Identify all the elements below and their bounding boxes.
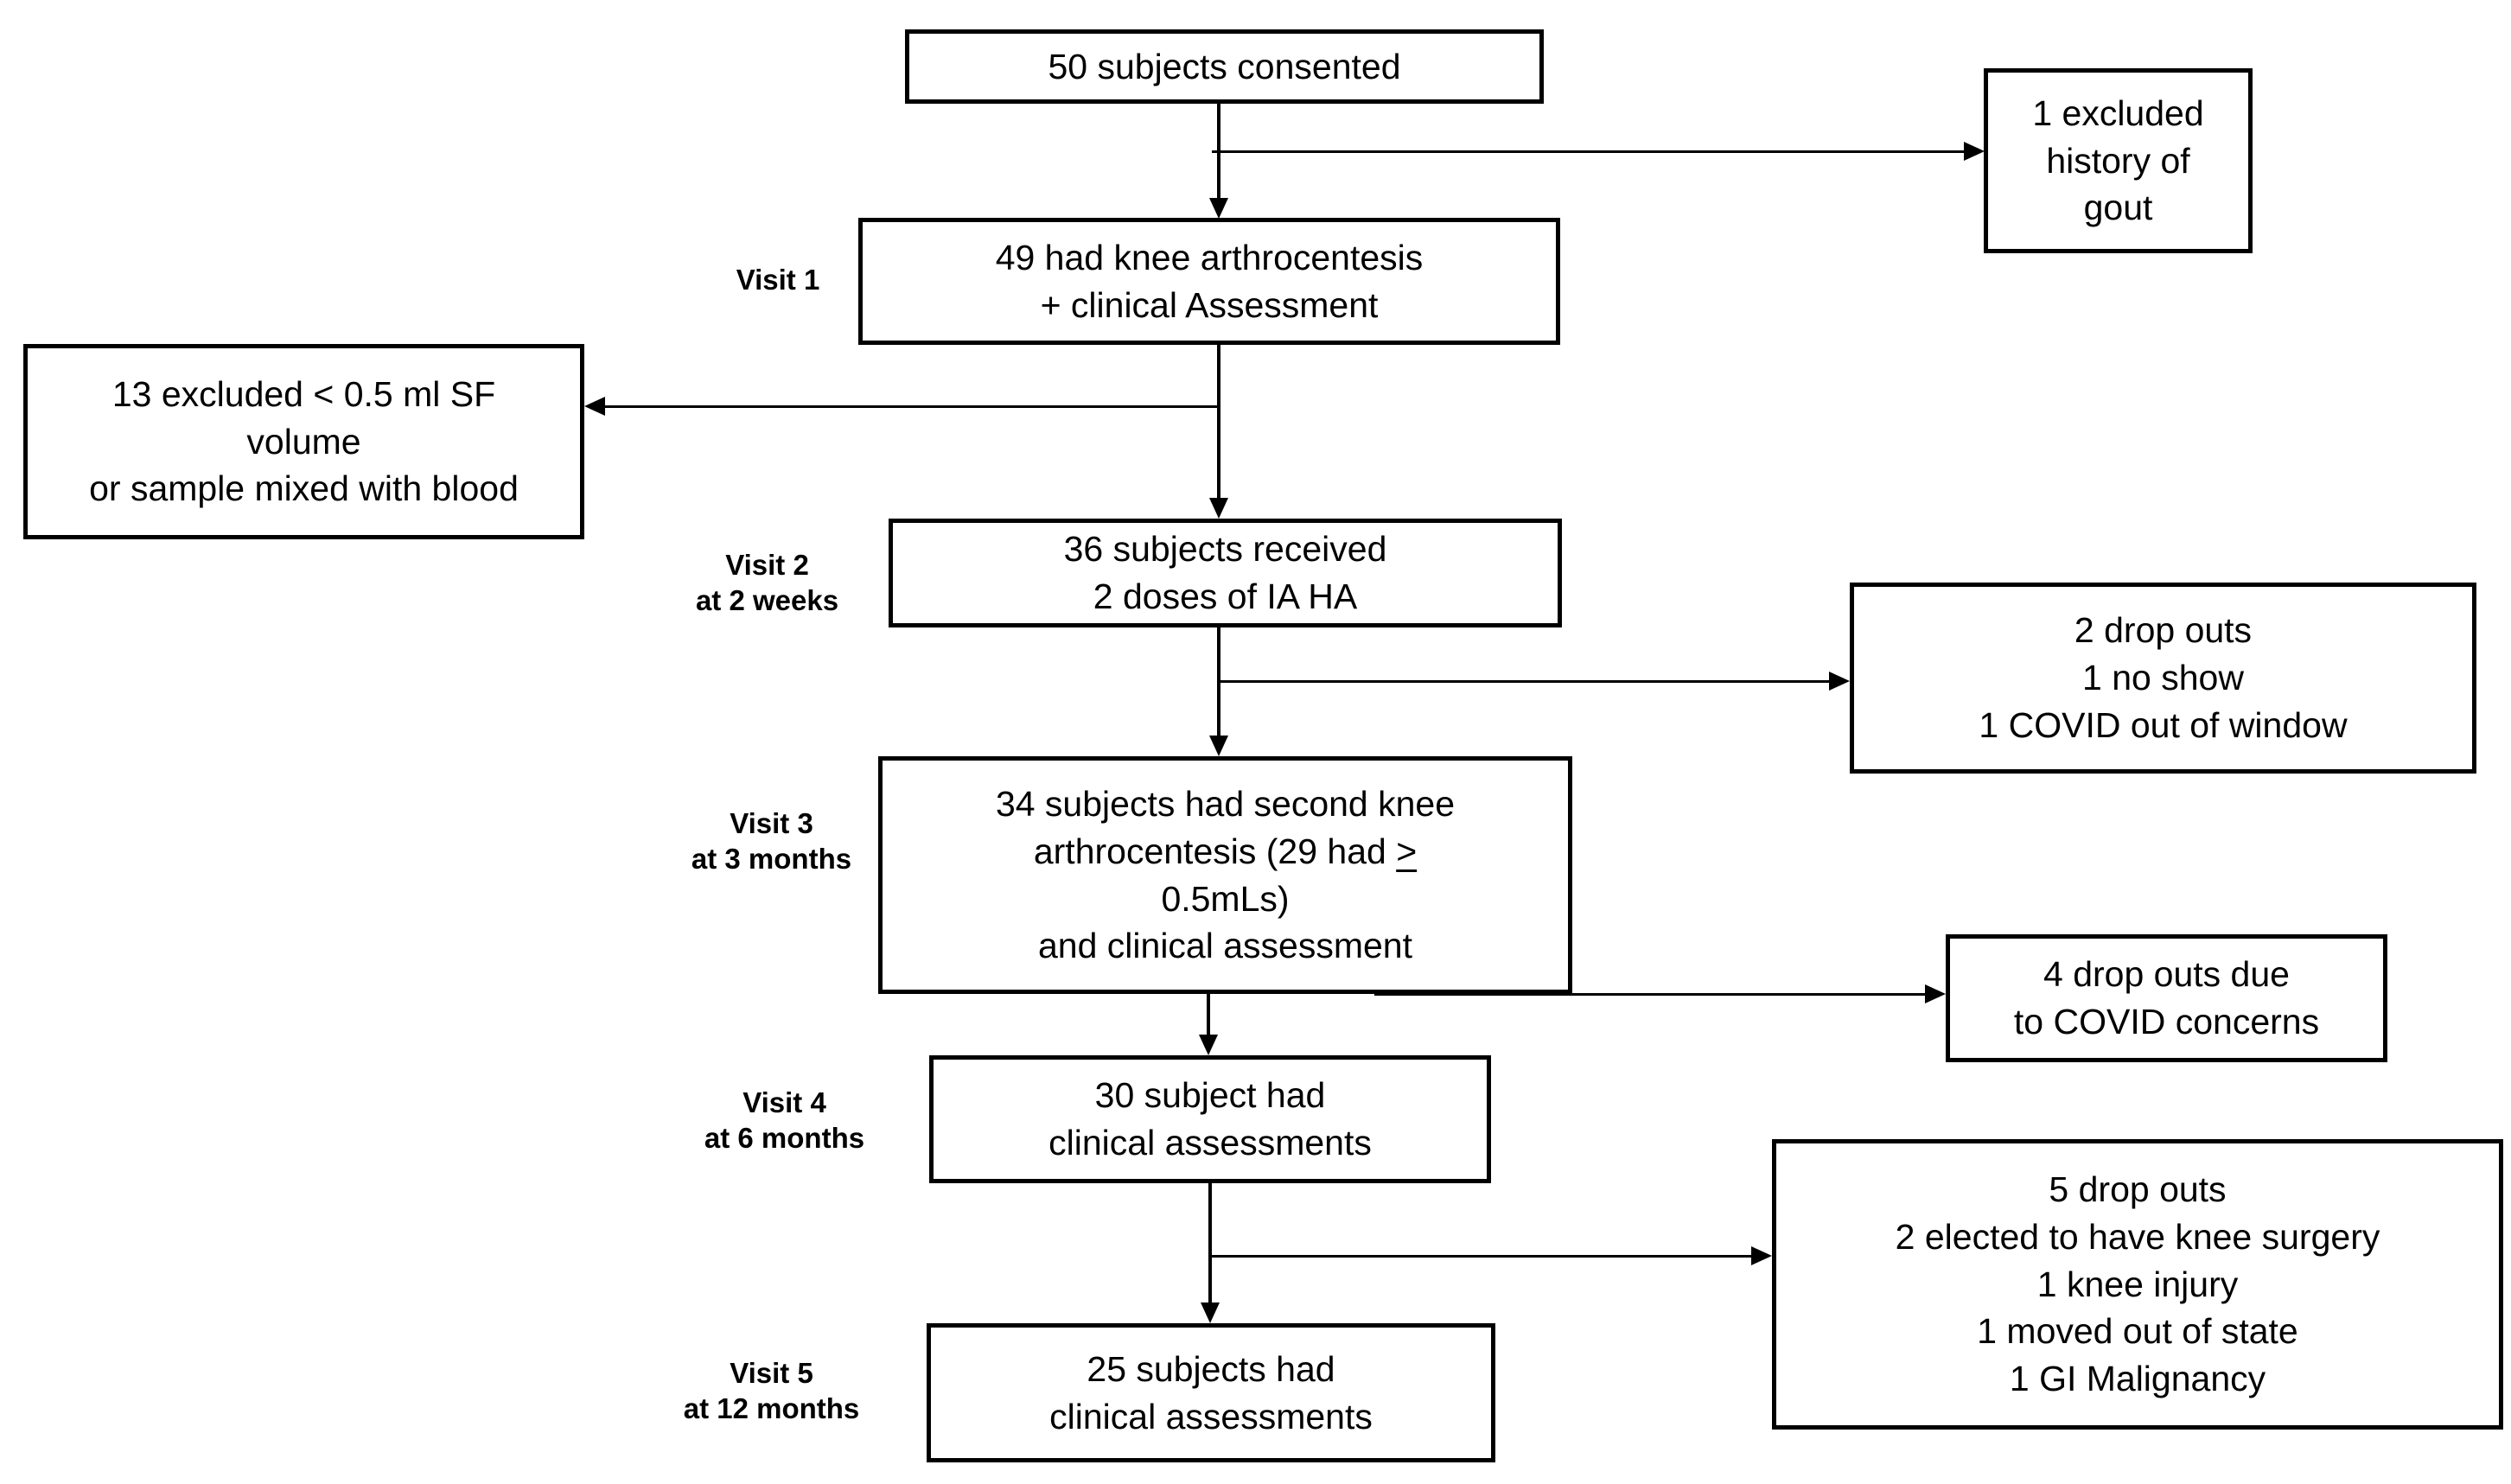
arrowhead-down-icon [1209,198,1228,219]
arrowhead-left-icon [584,397,605,416]
box-dropouts-visit3-line: 2 drop outs [2074,610,2253,651]
box-consented: 50 subjects consented [905,29,1544,104]
box-dropouts-visit3-line: 1 no show [2082,658,2244,698]
label-visit4-line: at 6 months [704,1122,865,1155]
box-visit5-line: 25 subjects had [1087,1348,1335,1389]
box-excluded-gout: 1 excluded history of gout [1984,68,2253,253]
box-dropouts-visit4-line: 4 drop outs due [2043,954,2290,995]
box-excluded-gout-line: gout [2083,188,2153,228]
box-visit4: 30 subject had clinical assessments [929,1055,1491,1183]
label-visit2: Visit 2 at 2 weeks [666,547,869,619]
box-dropouts-visit3: 2 drop outs 1 no show 1 COVID out of win… [1850,583,2476,774]
connector-visit1-to-visit2 [1217,345,1220,498]
box-dropouts-visit5-line: 1 moved out of state [1977,1311,2298,1352]
box-dropouts-visit4-line: to COVID concerns [2013,1002,2320,1041]
box-visit2: 36 subjects received 2 doses of IA HA [889,519,1562,627]
box-visit2-line: 36 subjects received [1063,529,1387,570]
label-visit1-line: Visit 1 [736,264,820,296]
box-visit3-line: and clinical assessment [1038,926,1412,966]
connector-to-dropouts-visit3 [1219,680,1829,683]
connector-to-excluded-sf [605,405,1220,408]
box-dropouts-visit5-line: 2 elected to have knee surgery [1895,1216,2380,1257]
box-excluded-sf: 13 excluded < 0.5 ml SF volume or sample… [23,344,584,539]
label-visit2-line: Visit 2 [725,549,809,581]
connector-visit3-to-visit4 [1207,994,1210,1035]
box-visit4-line: 30 subject had [1094,1075,1326,1116]
box-visit1-line: 49 had knee arthrocentesis [995,237,1424,277]
box-visit3: 34 subjects had second knee arthrocentes… [878,756,1572,994]
box-visit4-line: clinical assessments [1048,1123,1372,1162]
connector-to-dropouts-visit4 [1374,993,1925,996]
arrowhead-right-icon [1751,1246,1772,1265]
arrowhead-down-icon [1199,1035,1218,1055]
box-visit3-line: 34 subjects had second knee [995,783,1456,824]
arrowhead-down-icon [1201,1302,1220,1323]
geq-symbol: > [1396,831,1418,871]
label-visit4-line: Visit 4 [742,1086,826,1118]
label-visit3-line: at 3 months [691,843,852,876]
box-dropouts-visit3-line: 1 COVID out of window [1979,704,2348,745]
box-dropouts-visit5-line: 5 drop outs [2049,1169,2227,1209]
label-visit4: Visit 4 at 6 months [679,1085,890,1156]
box-dropouts-visit4: 4 drop outs due to COVID concerns [1946,934,2387,1062]
label-visit5-line: at 12 months [683,1392,860,1425]
label-visit3: Visit 3 at 3 months [666,806,877,877]
label-visit1: Visit 1 [679,262,877,297]
arrowhead-right-icon [1964,142,1985,161]
connector-to-dropouts-visit5 [1210,1255,1751,1258]
box-dropouts-visit5-line: 1 GI Malignancy [2009,1359,2266,1399]
label-visit5: Visit 5 at 12 months [661,1355,882,1427]
box-visit3-line: 0.5mLs) [1161,878,1290,919]
arrowhead-down-icon [1209,498,1228,519]
box-visit2-line: 2 doses of IA HA [1093,576,1358,616]
box-visit1-line: + clinical Assessment [1040,284,1379,325]
box-visit5: 25 subjects had clinical assessments [927,1323,1495,1462]
box-excluded-gout-line: 1 excluded [2032,92,2204,133]
arrowhead-right-icon [1829,672,1850,691]
box-consented-line: 50 subjects consented [1048,46,1401,86]
label-visit2-line: at 2 weeks [695,584,839,617]
box-visit3-line2-prefix: arthrocentesis (29 had [1033,831,1397,871]
box-dropouts-visit5: 5 drop outs 2 elected to have knee surge… [1772,1139,2503,1430]
box-visit3-line: arthrocentesis (29 had > [1034,828,1417,876]
box-excluded-gout-line: history of [2046,140,2190,181]
box-visit5-line: clinical assessments [1049,1396,1373,1436]
box-excluded-sf-line: 13 excluded < 0.5 ml SF [112,373,496,414]
connector-visit4-to-visit5 [1208,1183,1212,1302]
connector-to-excluded-gout [1212,150,1964,153]
box-excluded-sf-line: or sample mixed with blood [89,468,519,509]
box-dropouts-visit5-line: 1 knee injury [2036,1264,2239,1304]
label-visit3-line: Visit 3 [730,807,813,839]
box-excluded-sf-line: volume [246,421,361,462]
arrowhead-down-icon [1209,736,1228,756]
label-visit5-line: Visit 5 [730,1357,813,1389]
arrowhead-right-icon [1925,984,1946,1003]
box-visit1: 49 had knee arthrocentesis + clinical As… [858,218,1560,345]
